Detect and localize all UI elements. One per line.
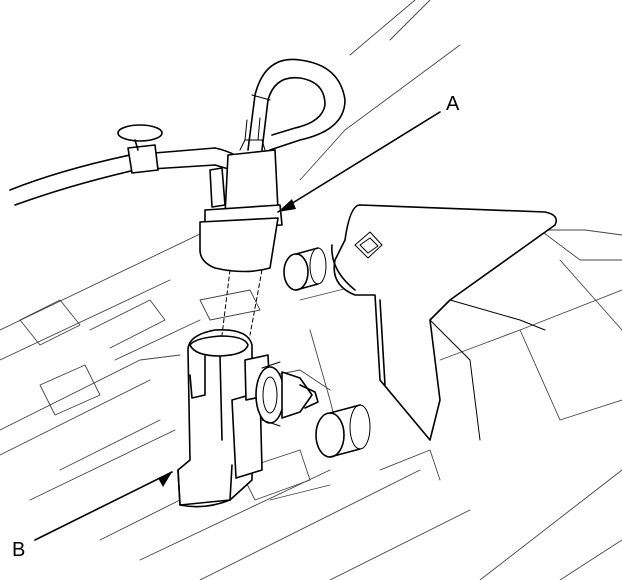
connector-b [177,328,271,508]
leader-line-b [34,471,173,541]
mounting-boss-upper [283,247,327,291]
arrowhead-b [158,472,172,487]
alignment-guide [221,269,263,336]
callout-label-a: A [446,93,460,115]
mounting-bracket [331,204,558,441]
arrowhead-a [278,199,296,212]
push-clip [255,361,319,427]
leader-line-a [277,111,441,213]
mounting-boss-lower [315,404,371,458]
wire-harness [9,58,346,206]
connector-a [199,117,283,273]
callout-label-b: B [12,539,26,561]
